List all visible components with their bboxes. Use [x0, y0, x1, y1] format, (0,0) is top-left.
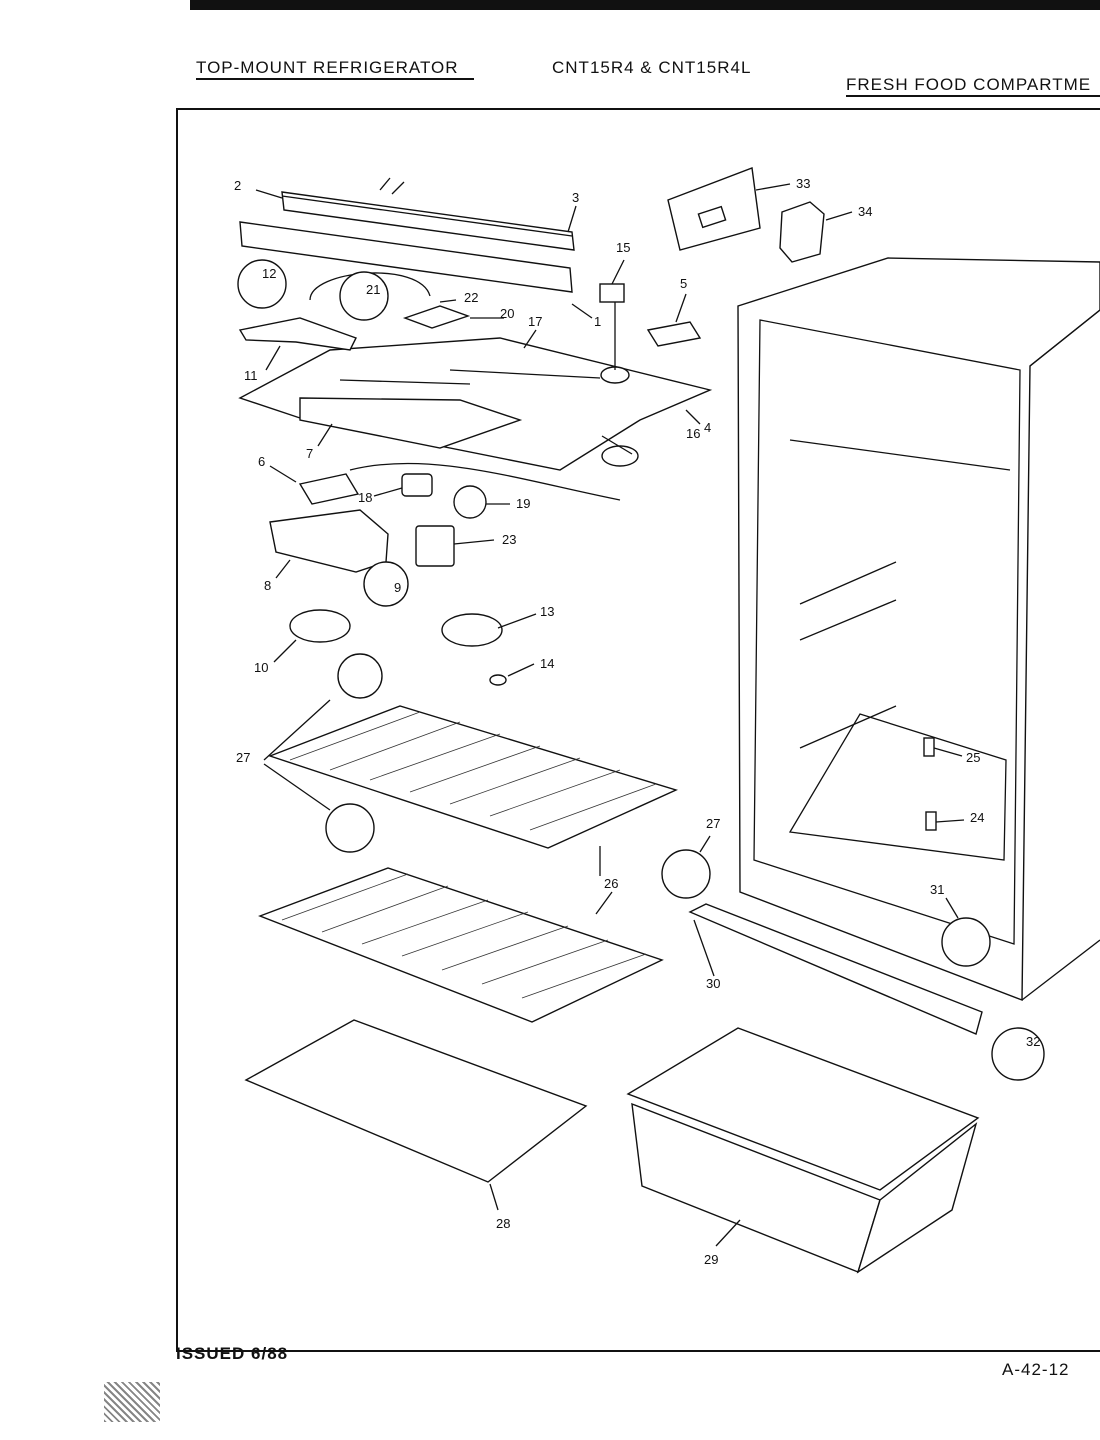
part-30-grille	[688, 903, 983, 1035]
refrigerator-cabinet	[737, 257, 1100, 1002]
callout-1: 1	[594, 314, 601, 329]
detail-circle-27-mid	[325, 803, 375, 853]
part-23-relay	[415, 525, 455, 567]
header-section: FRESH FOOD COMPARTME	[846, 75, 1092, 94]
part-26-shelf-upper	[267, 705, 678, 849]
diagram-frame	[176, 108, 1100, 1352]
part-15-sensor	[599, 283, 625, 303]
part-13-knob	[441, 613, 503, 647]
detail-circle-12	[237, 259, 287, 309]
callout-13: 13	[540, 604, 554, 619]
detail-circle-21	[339, 271, 389, 321]
callout-23: 23	[502, 532, 516, 547]
part-control-housing	[238, 295, 713, 471]
callout-19: 19	[516, 496, 530, 511]
header-model: CNT15R4 & CNT15R4L	[552, 58, 752, 77]
callout-2: 2	[234, 178, 241, 193]
part-11-clip	[238, 317, 357, 351]
header-section-underline	[846, 95, 1100, 97]
callout-31: 31	[930, 882, 944, 897]
callout-27-right: 27	[706, 816, 720, 831]
part-25-clip	[923, 737, 935, 757]
part-16-knob	[601, 445, 639, 467]
detail-circle-27-right	[661, 849, 711, 899]
part-34-switch	[779, 201, 825, 263]
callout-28: 28	[496, 1216, 510, 1231]
callout-12: 12	[262, 266, 276, 281]
part-light-shield	[239, 177, 575, 293]
part-29-crisper	[626, 1027, 980, 1274]
callout-22: 22	[464, 290, 478, 305]
callout-29: 29	[704, 1252, 718, 1267]
callout-32: 32	[1026, 1034, 1040, 1049]
callout-21: 21	[366, 282, 380, 297]
callout-30: 30	[706, 976, 720, 991]
detail-circle-31	[941, 917, 991, 967]
part-14-washer	[489, 674, 507, 686]
part-6-thermostat	[298, 473, 360, 505]
callout-8: 8	[264, 578, 271, 593]
detail-circle-9	[363, 561, 409, 607]
callout-6: 6	[258, 454, 265, 469]
callout-33: 33	[796, 176, 810, 191]
leader-lines	[255, 183, 965, 1247]
callout-25: 25	[966, 750, 980, 765]
callout-15: 15	[616, 240, 630, 255]
header-title-underline	[196, 78, 474, 80]
part-20-plate	[402, 305, 471, 329]
part-18-socket	[401, 473, 433, 497]
detail-circle-27-top	[337, 653, 383, 699]
callout-4: 4	[704, 420, 711, 435]
callout-24: 24	[970, 810, 984, 825]
part-28-cover	[244, 1019, 588, 1183]
callout-labels: 2 3 1 4 5 6 7 8 9 10 11 12 13 14 15 16 1…	[234, 176, 1040, 1267]
callout-16: 16	[686, 426, 700, 441]
part-10-knob	[289, 609, 351, 643]
footer-issued: ISSUED 6/88	[176, 1344, 289, 1363]
callout-3: 3	[572, 190, 579, 205]
callout-34: 34	[858, 204, 872, 219]
top-border-bar	[190, 0, 1100, 10]
detail-circle-32	[991, 1027, 1045, 1081]
callout-10: 10	[254, 660, 268, 675]
callout-26: 26	[604, 876, 618, 891]
callout-27-left: 27	[236, 750, 250, 765]
callout-18: 18	[358, 490, 372, 505]
part-19-bulb	[453, 485, 487, 519]
part-26-shelf-lower	[258, 867, 664, 1023]
part-24-screw	[925, 811, 937, 831]
callout-14: 14	[540, 656, 554, 671]
callout-11: 11	[244, 368, 258, 383]
header-title: TOP-MOUNT REFRIGERATOR	[196, 58, 459, 77]
part-5-bracket	[646, 321, 702, 347]
scan-artifact	[104, 1382, 160, 1422]
footer-page-code: A-42-12	[1002, 1360, 1070, 1379]
callout-5: 5	[680, 276, 687, 291]
callout-7: 7	[306, 446, 313, 461]
callout-20: 20	[500, 306, 514, 321]
callout-9: 9	[394, 580, 401, 595]
callout-17: 17	[528, 314, 542, 329]
